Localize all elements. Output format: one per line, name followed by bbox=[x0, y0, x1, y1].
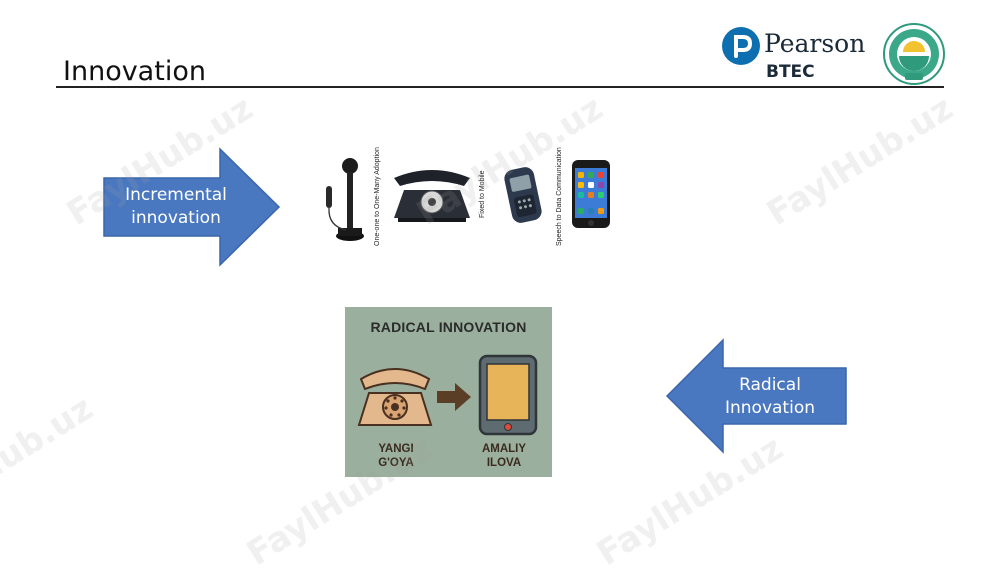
radical-card-left-label: YANGI G'OYA bbox=[378, 443, 414, 469]
radical-card-title: RADICAL INNOVATION bbox=[370, 319, 527, 335]
smartphone-icon bbox=[572, 160, 610, 228]
watermark: FaylHub.uz bbox=[0, 388, 101, 534]
radical-arrow-label: Radical Innovation bbox=[724, 375, 815, 418]
candlestick-phone-icon bbox=[326, 158, 364, 241]
radical-arrow bbox=[665, 338, 847, 454]
phone-evolution-strip: One-one to One-Many Adoption Fixed to Mo… bbox=[318, 138, 614, 250]
incremental-arrow-label: Incremental innovation bbox=[125, 185, 227, 228]
radical-card-right-label: AMALIY ILOVA bbox=[481, 443, 527, 469]
rotary-phone-icon bbox=[394, 170, 470, 222]
phone-label-speech-data: Speech to Data Communication bbox=[556, 147, 563, 246]
phone-label-fixed-mobile: Fixed to Mobile bbox=[479, 170, 486, 218]
pdp-university-seal bbox=[883, 23, 945, 85]
smartphone-icon bbox=[478, 354, 538, 436]
old-telephone-icon bbox=[357, 368, 433, 426]
pearson-p-icon bbox=[722, 27, 760, 65]
watermark: FaylHub.uz bbox=[760, 88, 961, 234]
slide-title: Innovation bbox=[63, 56, 206, 87]
title-underline bbox=[56, 86, 944, 88]
phone-label-adoption: One-one to One-Many Adoption bbox=[374, 147, 381, 246]
right-arrow-icon bbox=[437, 383, 471, 411]
btec-logo-text: BTEC bbox=[766, 62, 815, 82]
radical-innovation-card: RADICAL INNOVATION YANGI G'OYA AMALIY IL… bbox=[345, 307, 552, 477]
pearson-logo-text: Pearson bbox=[764, 29, 866, 58]
mobile-phone-icon bbox=[504, 167, 542, 223]
incremental-arrow bbox=[103, 147, 281, 267]
